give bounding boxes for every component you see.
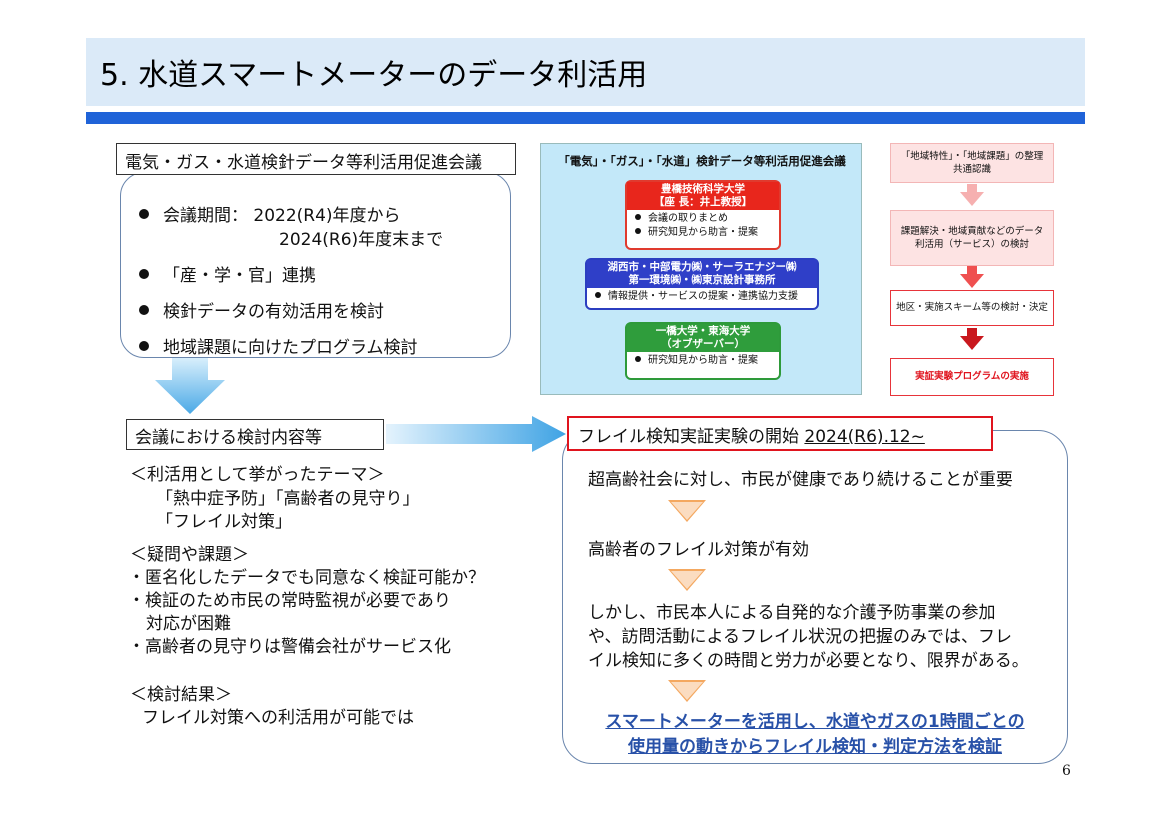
result-text: フレイル対策への利活用が可能では bbox=[142, 708, 414, 728]
org-header: 一橋大学・東海大学 （オブザーバー） bbox=[627, 324, 779, 352]
flow-arrow-stem bbox=[967, 184, 977, 192]
conclusion-line: 使用量の動きからフレイル検知・判定方法を検証 bbox=[628, 737, 1002, 757]
flow-arrow-stem bbox=[967, 266, 977, 274]
title-divider bbox=[86, 112, 1085, 124]
limitation-line: や、訪問活動によるフレイル状況の把握のみでは、フレ bbox=[588, 627, 1012, 647]
themes-heading: ＜利活用として挙がったテーマ＞ bbox=[130, 465, 385, 485]
right-arrow-icon bbox=[386, 416, 566, 452]
org-name: 一橋大学・東海大学 bbox=[655, 325, 751, 337]
org-duty: 情報提供・サービスの提案・連携協力支援 bbox=[608, 291, 798, 302]
org-role: （オブザーバー） bbox=[661, 338, 745, 350]
bullet-collab: 「産・学・官」連携 bbox=[139, 261, 316, 286]
statement-frailty-measures: 高齢者のフレイル対策が有効 bbox=[588, 540, 809, 560]
flow-step-text: 利活用（サービス）の検討 bbox=[914, 239, 1029, 250]
flow-arrow-icon bbox=[960, 274, 984, 288]
limitation-line: イル検知に多くの時間と労力が必要となり、限界がある。 bbox=[588, 651, 1029, 671]
bullet-period-cont: 2024(R6)年度末まで bbox=[279, 225, 443, 250]
flow-step-experiment: 実証実験プログラムの実施 bbox=[890, 358, 1054, 396]
flow-arrow-icon bbox=[960, 336, 984, 350]
org-name: 第一環境㈱・㈱東京設計事務所 bbox=[628, 274, 776, 286]
bullet-period: 会議期間： 2022(R4)年度から bbox=[139, 201, 401, 226]
org-name: 湖西市・中部電力㈱・サーラエナジー㈱ bbox=[607, 261, 797, 273]
conclusion-line: スマートメーターを活用し、水道やガスの1時間ごとの bbox=[605, 712, 1025, 732]
limitation-line: しかし、市民本人による自発的な介護予防事業の参加 bbox=[588, 603, 996, 623]
issue-line: 対応が困難 bbox=[146, 614, 231, 634]
statement-aging: 超高齢社会に対し、市民が健康であり続けることが重要 bbox=[588, 470, 1013, 490]
flow-step-scheme: 地区・実施スキーム等の検討・決定 bbox=[890, 290, 1054, 326]
org-duty: 研究知見から助言・提案 bbox=[648, 227, 758, 238]
flow-step-text: 「地域特性」・「地域課題」の整理 bbox=[900, 151, 1044, 162]
org-kosai-city: 湖西市・中部電力㈱・サーラエナジー㈱ 第一環境㈱・㈱東京設計事務所 情報提供・サ… bbox=[585, 258, 819, 310]
bullet-dot bbox=[139, 305, 149, 315]
title-band: 5. 水道スマートメーターのデータ利活用 bbox=[86, 38, 1085, 106]
issue-line: ・匿名化したデータでも同意なく検証可能か？ bbox=[128, 568, 485, 588]
diagram-title: 「電気」・「ガス」・「水道」検針データ等利活用促進会議 bbox=[558, 154, 846, 168]
org-duty: 会議の取りまとめ bbox=[648, 213, 728, 224]
org-name: 豊橋技術科学大学 bbox=[661, 183, 745, 195]
flow-step-text: 地区・実施スキーム等の検討・決定 bbox=[896, 302, 1048, 313]
flow-step-text: 共通認識 bbox=[952, 164, 991, 175]
conclusion-text: スマートメーターを活用し、水道やガスの1時間ごとの 使用量の動きからフレイル検知… bbox=[562, 710, 1068, 760]
bullet-text: 「産・学・官」連携 bbox=[163, 266, 316, 286]
org-duties: 研究知見から助言・提案 bbox=[627, 352, 779, 370]
org-header: 湖西市・中部電力㈱・サーラエナジー㈱ 第一環境㈱・㈱東京設計事務所 bbox=[587, 260, 817, 288]
flow-step-regional: 「地域特性」・「地域課題」の整理 共通認識 bbox=[890, 143, 1054, 183]
label-date: 2024(R6).12~ bbox=[804, 427, 925, 447]
flow-step-service: 課題解決・地域貢献などのデータ 利活用（サービス）の検討 bbox=[890, 210, 1054, 266]
issue-line: ・高齢者の見守りは警備会社がサービス化 bbox=[128, 637, 451, 657]
flow-arrow-icon bbox=[960, 192, 984, 206]
flow-step-text: 課題解決・地域貢献などのデータ bbox=[900, 226, 1044, 237]
org-duties: 会議の取りまとめ 研究知見から助言・提案 bbox=[627, 210, 779, 242]
org-observers: 一橋大学・東海大学 （オブザーバー） 研究知見から助言・提案 bbox=[625, 322, 781, 380]
page-title: 5. 水道スマートメーターのデータ利活用 bbox=[100, 58, 648, 93]
org-duties: 情報提供・サービスの提案・連携協力支援 bbox=[587, 288, 817, 306]
bullet-text: 2024(R6)年度末まで bbox=[279, 230, 444, 250]
discussion-label: 会議における検討内容等 bbox=[126, 419, 384, 450]
bullet-text: 検針データの有効活用を検討 bbox=[163, 302, 384, 322]
council-structure-diagram: 「電気」・「ガス」・「水道」検針データ等利活用促進会議 豊橋技術科学大学 【座 … bbox=[540, 143, 862, 395]
bullet-text: 地域課題に向けたプログラム検討 bbox=[163, 338, 418, 358]
bullet-dot bbox=[139, 269, 149, 279]
flow-arrow-stem bbox=[967, 328, 977, 336]
bullet-data-use: 検針データの有効活用を検討 bbox=[139, 297, 384, 322]
result-heading: ＜検討結果＞ bbox=[130, 685, 232, 705]
step-down-triangle-icon bbox=[668, 569, 706, 591]
step-down-triangle-icon bbox=[668, 680, 706, 702]
frailty-experiment-frame bbox=[562, 430, 1068, 764]
council-summary-box: 会議期間： 2022(R4)年度から 2024(R6)年度末まで 「産・学・官」… bbox=[120, 172, 511, 358]
frailty-experiment-label: フレイル検知実証実験の開始 2024(R6).12~ bbox=[567, 416, 993, 451]
down-arrow-icon bbox=[155, 358, 225, 414]
flow-step-text: 実証実験プログラムの実施 bbox=[915, 371, 1029, 382]
bullet-program: 地域課題に向けたプログラム検討 bbox=[139, 333, 418, 358]
council-label: 電気・ガス・水道検針データ等利活用促進会議 bbox=[116, 143, 516, 175]
label-prefix: フレイル検知実証実験の開始 bbox=[578, 427, 805, 447]
org-toyohashi: 豊橋技術科学大学 【座 長：井上教授】 会議の取りまとめ 研究知見から助言・提案 bbox=[625, 180, 781, 250]
theme-line: 「熱中症予防」「高齢者の見守り」 bbox=[156, 489, 420, 509]
bullet-text: 会議期間： 2022(R4)年度から bbox=[163, 206, 401, 226]
issue-line: ・検証のため市民の常時監視が必要であり bbox=[128, 591, 451, 611]
bullet-dot bbox=[139, 341, 149, 351]
org-header: 豊橋技術科学大学 【座 長：井上教授】 bbox=[627, 182, 779, 210]
issues-heading: ＜疑問や課題＞ bbox=[130, 545, 249, 565]
step-down-triangle-icon bbox=[668, 500, 706, 522]
org-role: 【座 長：井上教授】 bbox=[653, 196, 753, 208]
bullet-dot bbox=[139, 209, 149, 219]
theme-line: 「フレイル対策」 bbox=[156, 512, 292, 532]
page-number: 6 bbox=[1062, 763, 1071, 779]
org-duty: 研究知見から助言・提案 bbox=[648, 355, 758, 366]
